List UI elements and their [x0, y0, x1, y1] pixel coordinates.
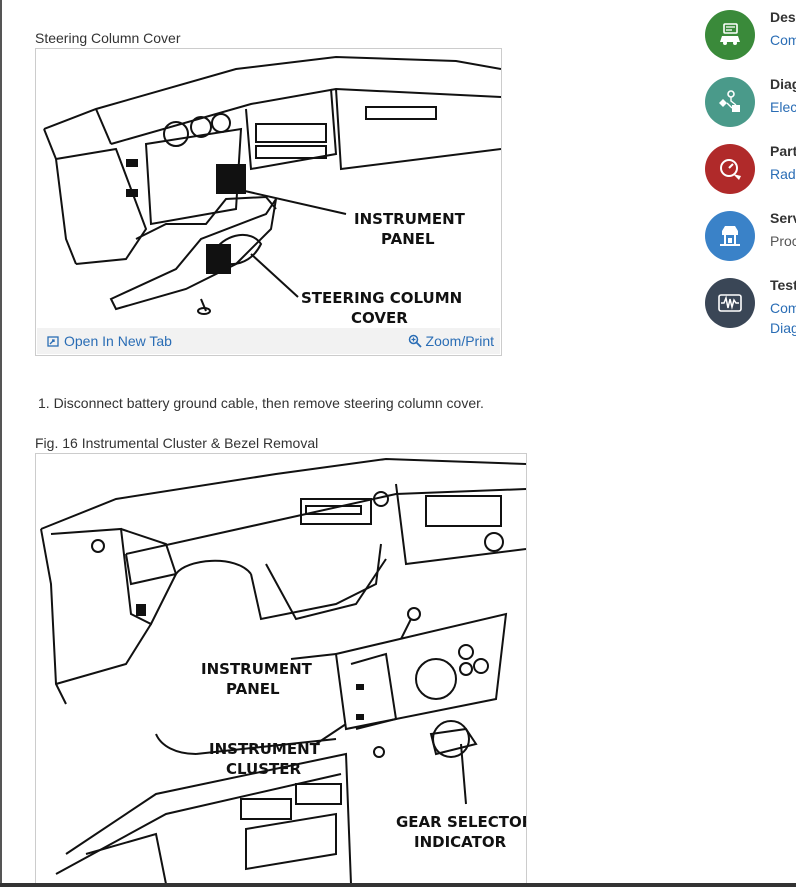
sidebar-sub-1[interactable]: Elec: [770, 99, 796, 115]
sidebar-sub-0[interactable]: Com: [770, 32, 796, 48]
label-steering-column-cover-2: COVER: [351, 309, 408, 327]
label-instrument-panel-2: PANEL: [226, 680, 280, 698]
sidebar-sub-4a[interactable]: Com: [770, 300, 796, 316]
sidebar-title-3: Serv: [770, 210, 796, 226]
label-instrument-panel-1: INSTRUMENT: [201, 660, 313, 678]
service-lift-icon: [720, 226, 740, 246]
sidebar-circle-0: [705, 10, 755, 60]
figure2-caption: Fig. 16 Instrumental Cluster & Bezel Rem…: [35, 435, 319, 451]
figure1-caption: Steering Column Cover: [35, 30, 181, 46]
page-left-border: [0, 0, 2, 887]
sidebar-circle-2: [705, 144, 755, 194]
sidebar-sub-4b[interactable]: Diag: [770, 320, 796, 336]
label-instrument-panel-1: INSTRUMENT: [354, 210, 466, 228]
figure2-container: INSTRUMENT PANEL INSTRUMENT CLUSTER GEAR…: [35, 453, 527, 884]
instrument-cluster-bezel-diagram[interactable]: INSTRUMENT PANEL INSTRUMENT CLUSTER GEAR…: [36, 454, 526, 884]
figure1-toolbar: Open In New Tab Zoom/Print: [37, 328, 500, 354]
sidebar-item-testing[interactable]: Test Com Diag: [705, 277, 796, 338]
sidebar-item-service[interactable]: Serv Proc: [705, 210, 796, 261]
label-gear-selector-1: GEAR SELECTOR: [396, 813, 526, 831]
zoom-print-link[interactable]: Zoom/Print: [408, 333, 494, 349]
sidebar-item-diagrams[interactable]: Diag Elec: [705, 76, 796, 127]
diagnostic-flow-icon: [719, 90, 740, 112]
open-in-new-tab-link[interactable]: Open In New Tab: [47, 333, 172, 349]
label-instrument-cluster-2: CLUSTER: [226, 760, 301, 778]
sidebar-title-4: Test: [770, 277, 796, 293]
sidebar-circle-3: [705, 211, 755, 261]
label-gear-selector-2: INDICATOR: [414, 833, 507, 851]
figure1-container: INSTRUMENT PANEL STEERING COLUMN COVER O…: [35, 48, 502, 356]
label-instrument-panel-2: PANEL: [381, 230, 435, 248]
sidebar-title-1: Diag: [770, 76, 796, 92]
sidebar-item-description[interactable]: Desc Com: [705, 9, 796, 60]
label-instrument-cluster-1: INSTRUMENT: [209, 740, 321, 758]
zoom-print-label: Zoom/Print: [425, 333, 494, 349]
sidebar-circle-1: [705, 77, 755, 127]
waveform-icon: [718, 294, 742, 312]
zoom-magnifier-icon: [408, 334, 422, 348]
page-bottom-border: [0, 883, 796, 887]
parts-gauge-icon: [720, 159, 741, 180]
steering-column-cover-diagram[interactable]: INSTRUMENT PANEL STEERING COLUMN COVER: [36, 49, 501, 327]
sidebar-title-2: Part: [770, 143, 796, 159]
sidebar-circle-4: [705, 278, 755, 328]
sidebar-sub-3: Proc: [770, 233, 796, 249]
open-new-tab-icon: [47, 335, 59, 347]
open-in-new-tab-label: Open In New Tab: [64, 333, 172, 349]
step-1-text: 1. Disconnect battery ground cable, then…: [38, 395, 484, 411]
sidebar-title-0: Desc: [770, 9, 796, 25]
label-steering-column-cover-1: STEERING COLUMN: [301, 289, 462, 307]
sidebar-sub-2[interactable]: Rad: [770, 166, 796, 182]
car-info-icon: [720, 23, 740, 45]
sidebar-item-parts[interactable]: Part Rad: [705, 143, 796, 194]
